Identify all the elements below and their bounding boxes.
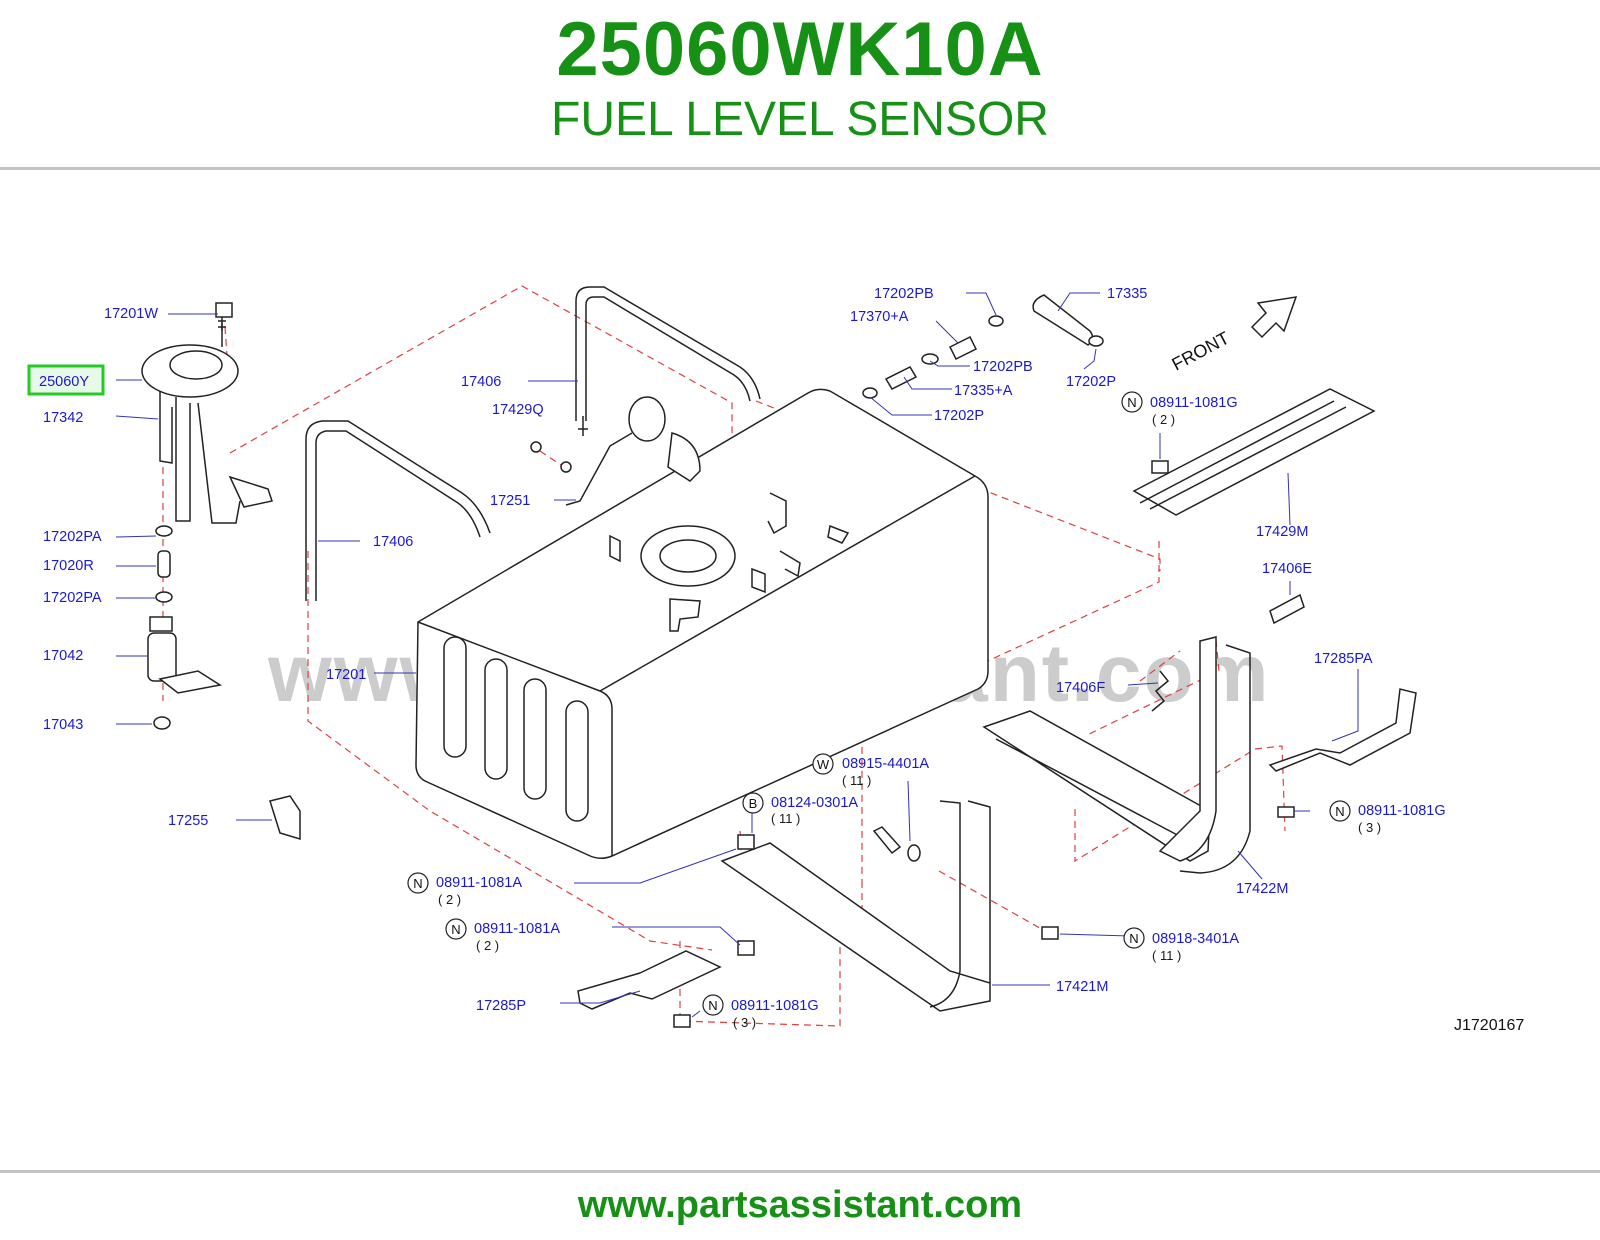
part-label[interactable]: 17429M bbox=[1256, 524, 1308, 540]
part-label[interactable]: 08915-4401A bbox=[842, 756, 929, 772]
symbol-n: N bbox=[1335, 804, 1344, 819]
part-label[interactable]: 17020R bbox=[43, 558, 94, 574]
fuel-tank bbox=[415, 388, 989, 859]
quantity-label: ( 11 ) bbox=[842, 773, 871, 788]
symbol-n: N bbox=[1127, 395, 1136, 410]
symbol-n: N bbox=[413, 876, 422, 891]
quantity-label: ( 2 ) bbox=[438, 892, 461, 907]
quantity-labels: ( 2 ) ( 11 ) ( 11 ) ( 3 ) ( 2 ) ( 2 ) ( … bbox=[438, 412, 1381, 1030]
part-label[interactable]: 08911-1081A bbox=[436, 875, 522, 891]
footer-url[interactable]: www.partsassistant.com bbox=[577, 1184, 1023, 1226]
part-label[interactable]: 08911-1081G bbox=[1150, 395, 1238, 411]
quantity-label: ( 2 ) bbox=[1152, 412, 1175, 427]
part-label[interactable]: 17406E bbox=[1262, 561, 1312, 577]
part-label[interactable]: 17406F bbox=[1056, 680, 1105, 696]
front-label: FRONT bbox=[1168, 328, 1232, 375]
parts-diagram: www.partsassistant.com bbox=[27, 285, 1524, 1034]
part-label[interactable]: 17202PA bbox=[43, 529, 102, 545]
header: 25060WK10A FUEL LEVEL SENSOR bbox=[0, 0, 1600, 168]
quantity-label: ( 3 ) bbox=[1358, 820, 1381, 835]
part-label[interactable]: 08124-0301A bbox=[771, 795, 858, 811]
part-label-highlighted[interactable]: 25060Y bbox=[39, 374, 89, 390]
part-label[interactable]: 17335 bbox=[1107, 286, 1147, 302]
highlight-box bbox=[27, 364, 105, 396]
quantity-label: ( 3 ) bbox=[733, 1015, 756, 1030]
leader-lines bbox=[115, 292, 1359, 1018]
part-label[interactable]: 17422M bbox=[1236, 881, 1288, 897]
part-label[interactable]: 17201 bbox=[326, 667, 366, 683]
footer-divider bbox=[0, 1170, 1600, 1173]
part-label[interactable]: 17406 bbox=[461, 374, 501, 390]
fuel-sender-unit bbox=[141, 302, 273, 730]
symbol-b: B bbox=[749, 796, 758, 811]
part-labels: 17201W 25060Y 17342 17202PA 17020R 17202… bbox=[39, 286, 1446, 1014]
filler-neck bbox=[269, 396, 701, 841]
part-label[interactable]: 17429Q bbox=[492, 402, 544, 418]
quantity-label: ( 11 ) bbox=[1152, 948, 1181, 963]
part-label[interactable]: 17251 bbox=[490, 493, 530, 509]
part-label[interactable]: 17335+A bbox=[954, 383, 1013, 399]
tank-straps bbox=[305, 286, 761, 601]
part-label[interactable]: 17202P bbox=[1066, 374, 1116, 390]
part-label[interactable]: 17202P bbox=[934, 408, 984, 424]
quantity-label: ( 2 ) bbox=[476, 938, 499, 953]
symbol-n: N bbox=[1129, 931, 1138, 946]
part-label[interactable]: 17421M bbox=[1056, 979, 1108, 995]
diagram-id: J1720167 bbox=[1454, 1017, 1524, 1034]
vent-hoses bbox=[862, 294, 1104, 399]
part-label[interactable]: 08911-1081G bbox=[731, 998, 819, 1014]
fasteners bbox=[673, 460, 1305, 1028]
part-name-subtitle: FUEL LEVEL SENSOR bbox=[551, 93, 1049, 146]
part-label[interactable]: 17043 bbox=[43, 717, 83, 733]
part-label[interactable]: 17202PB bbox=[973, 359, 1033, 375]
part-label[interactable]: 17202PA bbox=[43, 590, 102, 606]
part-label[interactable]: 17042 bbox=[43, 648, 83, 664]
part-label[interactable]: 17255 bbox=[168, 813, 208, 829]
part-label[interactable]: 08918-3401A bbox=[1152, 931, 1239, 947]
quantity-label: ( 11 ) bbox=[771, 811, 800, 826]
part-label[interactable]: 08911-1081G bbox=[1358, 803, 1446, 819]
part-label[interactable]: 17370+A bbox=[850, 309, 909, 325]
symbol-circles: N W B N N N N N bbox=[407, 391, 1351, 1016]
part-label[interactable]: 17201W bbox=[104, 306, 158, 322]
symbol-n: N bbox=[451, 922, 460, 937]
part-label[interactable]: 17406 bbox=[373, 534, 413, 550]
header-divider bbox=[0, 167, 1600, 170]
part-label[interactable]: 17342 bbox=[43, 410, 83, 426]
part-label[interactable]: 08911-1081A bbox=[474, 921, 560, 937]
part-label[interactable]: 17285PA bbox=[1314, 651, 1373, 667]
part-label[interactable]: 17202PB bbox=[874, 286, 934, 302]
mounting-brackets bbox=[577, 688, 1417, 1010]
symbol-n: N bbox=[708, 998, 717, 1013]
cross-rails bbox=[720, 388, 1376, 1012]
part-number-title: 25060WK10A bbox=[556, 7, 1044, 92]
symbol-w: W bbox=[817, 757, 830, 772]
part-label[interactable]: 17285P bbox=[476, 998, 526, 1014]
front-arrow: FRONT bbox=[1168, 296, 1298, 375]
